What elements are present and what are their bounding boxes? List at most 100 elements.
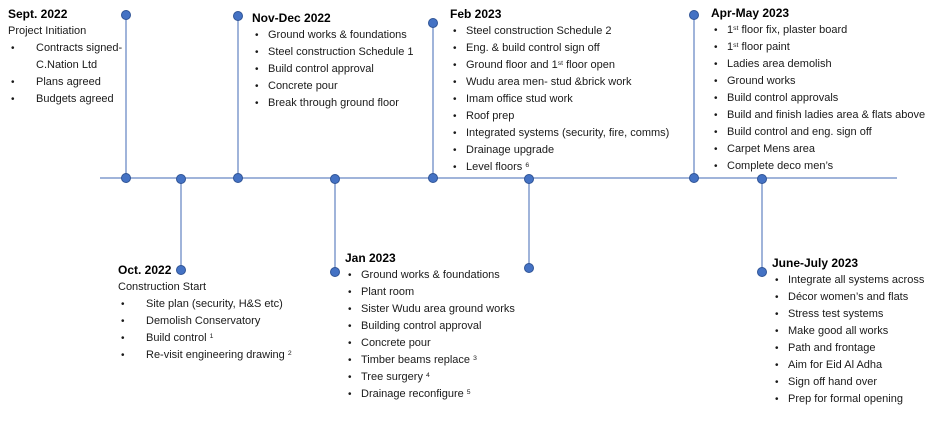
milestone-item: •Sign off hand over xyxy=(772,374,940,391)
milestone-item: •Steel construction Schedule 2 xyxy=(450,23,705,40)
milestone-title: Jan 2023 xyxy=(345,251,396,265)
bullet-glyph: • xyxy=(348,304,352,315)
milestone-item-text: Timber beams replace 3 xyxy=(361,354,477,366)
milestone-item-text: Sign off hand over xyxy=(788,376,878,388)
milestone-item-text: Ground floor and 1st floor open xyxy=(466,59,616,71)
bullet-glyph: • xyxy=(775,275,779,286)
bullet-glyph: • xyxy=(121,333,125,344)
milestone-item: • Ground floor and 1st floor open xyxy=(450,57,705,74)
milestone-item: •Aim for Eid Al Adha xyxy=(772,357,940,374)
superscript-note: 1 xyxy=(209,332,214,340)
bullet-glyph: • xyxy=(714,110,718,121)
milestone-item: • Integrated systems (security, fire, com… xyxy=(450,125,705,142)
bullet-glyph: • xyxy=(11,43,15,54)
milestone-item-text: Budgets agreed xyxy=(36,93,114,105)
connector-unlabeled xyxy=(528,179,530,268)
milestone-item-text: Steel construction Schedule 1 xyxy=(268,46,414,58)
milestone-title: Sept. 2022 xyxy=(8,7,68,21)
bullet-glyph: • xyxy=(348,321,352,332)
milestone-item: •Ground works & foundations xyxy=(345,267,550,284)
superscript-note: 6 xyxy=(525,161,530,169)
bullet-glyph: • xyxy=(775,326,779,337)
milestone-item-text: Build control and eng. sign off xyxy=(727,126,872,138)
milestone-block-sept-2022: Sept. 2022 Project Initiation •Contracts… xyxy=(8,6,178,108)
milestone-item-list: • Site plan (security, H&S etc) • Demolish … xyxy=(118,296,333,364)
milestone-item: • Complete deco men’s xyxy=(711,158,940,175)
milestone-item: • Eng. & build control sign off xyxy=(450,40,705,57)
bullet-glyph: • xyxy=(121,316,125,327)
milestone-item-text: Level floors 6 xyxy=(466,161,530,173)
superscript-note: st xyxy=(733,41,739,49)
milestone-item: • 1st floor fix, plaster board xyxy=(711,22,940,39)
milestone-item: •Prep for formal opening xyxy=(772,391,940,408)
milestone-item: •Ground works xyxy=(711,73,940,90)
milestone-item-text: Complete deco men’s xyxy=(727,160,834,172)
milestone-item-list: • 1st floor fix, plaster board •1st floor … xyxy=(711,22,940,175)
bullet-glyph: • xyxy=(121,299,125,310)
bullet-glyph: • xyxy=(453,77,457,88)
milestone-block-feb-2023: Feb 2023 •Steel construction Schedule 2•… xyxy=(450,6,705,176)
bullet-glyph: • xyxy=(714,127,718,138)
milestone-item: •Tree surgery 4 xyxy=(345,369,550,386)
bullet-glyph: • xyxy=(714,161,718,172)
bullet-glyph: • xyxy=(775,343,779,354)
milestone-block-junejuly-2023: June-July 2023 •Integrate all systems ac… xyxy=(772,255,940,408)
bullet-glyph: • xyxy=(453,26,457,37)
milestone-item-list: • Ground works & foundations • Steel constr… xyxy=(252,27,462,112)
bullet-glyph: • xyxy=(255,81,259,92)
milestone-item: •Level floors 6 xyxy=(450,159,705,176)
bullet-glyph: • xyxy=(453,94,457,105)
milestone-title: Apr-May 2023 xyxy=(711,6,790,20)
milestone-item-text: Demolish Conservatory xyxy=(146,315,261,327)
bullet-glyph: • xyxy=(453,60,457,71)
milestone-item-text: Build control approvals xyxy=(727,92,839,104)
connector-novdec-2022 xyxy=(237,16,239,178)
bullet-glyph: • xyxy=(348,389,352,400)
bullet-glyph: • xyxy=(775,309,779,320)
milestone-item: •Timber beams replace 3 xyxy=(345,352,550,369)
milestone-item-text: Eng. & build control sign off xyxy=(466,42,600,54)
bullet-glyph: • xyxy=(714,25,718,36)
milestone-item-text: Prep for formal opening xyxy=(788,393,903,405)
milestone-item-text: Concrete pour xyxy=(361,337,431,349)
milestone-item-text: Plant room xyxy=(361,286,415,298)
bullet-glyph: • xyxy=(11,94,15,105)
bullet-glyph: • xyxy=(11,77,15,88)
bullet-glyph: • xyxy=(348,372,352,383)
milestone-item: • Sister Wudu area ground works xyxy=(345,301,550,318)
milestone-item: • Budgets agreed xyxy=(8,91,178,108)
milestone-item-text: Building control approval xyxy=(361,320,482,332)
milestone-item: •Plans agreed xyxy=(8,74,178,91)
connector-sept-2022 xyxy=(125,15,127,178)
milestone-item-text: Ladies area demolish xyxy=(727,58,832,70)
superscript-note: 5 xyxy=(466,388,471,396)
milestone-item-text: Integrate all systems across xyxy=(788,274,925,286)
milestone-item-text: Site plan (security, H&S etc) xyxy=(146,298,283,310)
milestone-item-text: Path and frontage xyxy=(788,342,876,354)
milestone-item-text: Sister Wudu area ground works xyxy=(361,303,515,315)
milestone-block-aprmay-2023: Apr-May 2023 • 1st floor fix, plaster boa… xyxy=(711,5,940,175)
milestone-item-text: Make good all works xyxy=(788,325,889,337)
bullet-glyph: • xyxy=(121,350,125,361)
milestone-item: •Build control approval xyxy=(252,61,462,78)
milestone-item-list: •Integrate all systems across•Décor wome… xyxy=(772,272,940,408)
bullet-glyph: • xyxy=(453,43,457,54)
bullet-glyph: • xyxy=(453,111,457,122)
bullet-glyph: • xyxy=(453,128,457,139)
milestone-item-text: Break through ground floor xyxy=(268,97,399,109)
milestone-item: • Ground works & foundations xyxy=(252,27,462,44)
milestone-item-text: Ground works & foundations xyxy=(268,29,407,41)
milestone-item: •1st floor paint xyxy=(711,39,940,56)
milestone-item-text: Integrated systems (security, fire, comm… xyxy=(466,127,670,139)
bullet-glyph: • xyxy=(453,145,457,156)
milestone-item: • Build control approvals xyxy=(711,90,940,107)
superscript-note: 2 xyxy=(287,349,292,357)
milestone-item-list: •Steel construction Schedule 2•Eng. & bu… xyxy=(450,23,705,176)
milestone-item-text: 1st floor fix, plaster board xyxy=(727,24,848,36)
milestone-item-text: Contracts signed- C.Nation Ltd xyxy=(36,42,123,71)
milestone-item: •Carpet Mens area xyxy=(711,141,940,158)
bullet-glyph: • xyxy=(348,338,352,349)
milestone-item-text: Concrete pour xyxy=(268,80,338,92)
milestone-item-text: Wudu area men- stud &brick work xyxy=(466,76,632,88)
bullet-glyph: • xyxy=(714,93,718,104)
